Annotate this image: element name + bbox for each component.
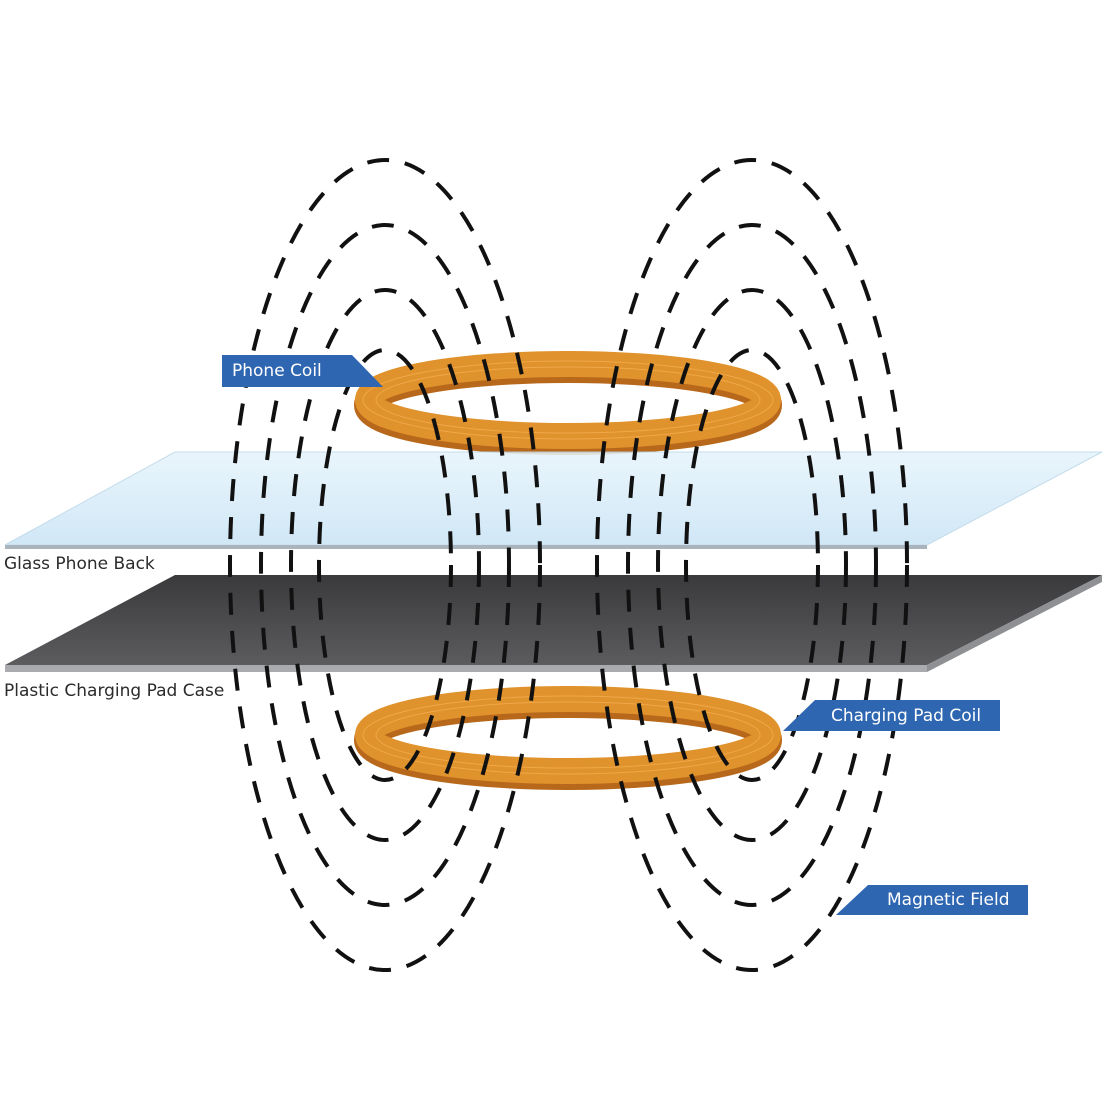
plastic-charging-pad-layer [5,575,1102,672]
left-field-loop [259,223,511,907]
charging-pad-coil-label: Charging Pad Coil [831,706,982,726]
glass-phone-back-layer [4,451,1103,549]
left-field-loop [228,158,542,972]
charging-pad-coil [354,686,782,790]
phone-coil-tag-shape [222,355,383,387]
charging-pad-coil-tag-shape [783,700,1000,731]
right-field-loop [626,223,878,907]
phone-coil-label: Phone Coil [232,361,322,381]
plastic-case-label: Plastic Charging Pad Case [4,681,225,701]
phone-coil [354,351,782,455]
left-field-loop [289,288,481,842]
right-field-loop [684,348,820,782]
magnetic-field-lines [228,158,909,972]
glass-phone-back-label: Glass Phone Back [4,554,155,574]
magnetic-field-label: Magnetic Field [887,890,1010,910]
right-field-loop [656,288,848,842]
left-field-loop [317,348,453,782]
right-field-loop [595,158,909,972]
magnetic-field-tag-shape [836,885,1028,915]
